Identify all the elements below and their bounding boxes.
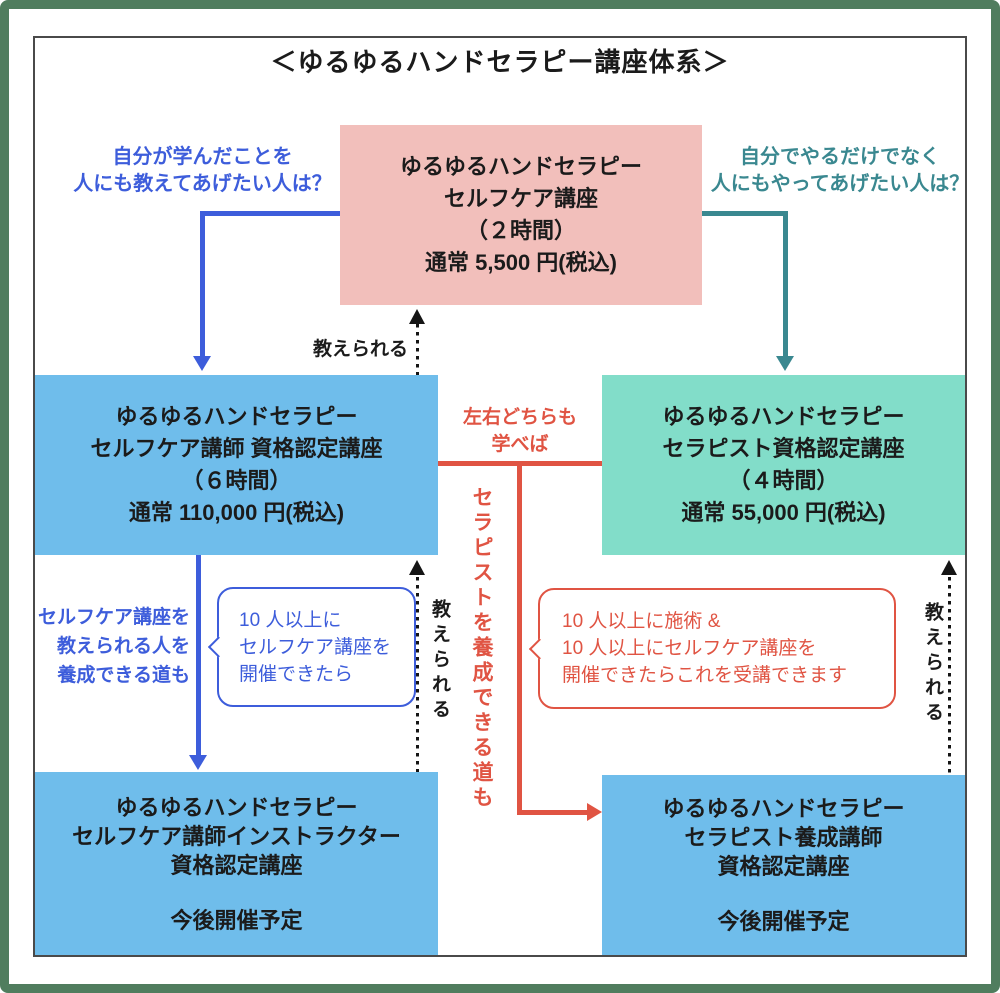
box-selfcare-instructor-trainer: ゆるゆるハンドセラピー セルフケア講師インストラクター 資格認定講座 今後開催予… [35, 772, 438, 955]
blue-callout-bubble: 10 人以上に セルフケア講座を 開催できたら [217, 587, 416, 707]
arrow-head [587, 803, 602, 821]
arrow-segment [200, 211, 340, 216]
diagram-border [33, 36, 967, 957]
arrow-segment [200, 211, 205, 358]
arrow-head [189, 755, 207, 770]
arrow-head [409, 560, 425, 575]
box-status: 今後開催予定 [717, 909, 850, 934]
box-line: ゆるゆるハンドセラピー [115, 404, 358, 429]
box-line: セルフケア講師インストラクター [72, 823, 401, 849]
selfcare-path-label: セルフケア講座を 教えられる人を 養成できる道も [25, 603, 190, 690]
arrow-segment [783, 211, 788, 358]
teachable-label-top: 教えられる [312, 339, 408, 360]
box-line: セラピスト養成講師 [684, 825, 883, 850]
arrow-segment [517, 810, 589, 815]
bubble-line: 10 人以上に [239, 609, 342, 631]
question-right-label: 自分でやるだけでなく 人にもやってあげたい人は？ [695, 144, 985, 198]
box-selfcare-instructor-cert: ゆるゆるハンドセラピー セルフケア講師 資格認定講座 （６時間） 通常 110,… [35, 375, 438, 555]
box-status: 今後開催予定 [170, 907, 303, 933]
box-line: 資格認定講座 [170, 852, 303, 878]
box-line: セルフケア講座 [443, 186, 598, 211]
label-line: 左右どちらも [462, 407, 577, 428]
label-line: セルフケア講座を [37, 607, 190, 628]
label-line: 学べば [491, 434, 549, 455]
label-line: 人にも教えてあげたい人は？ [73, 173, 332, 195]
arrow-head [193, 356, 211, 371]
bubble-line: 10 人以上にセルフケア講座を [562, 638, 817, 659]
dotted-line [948, 577, 951, 775]
box-line: 通常 110,000 円(税込) [128, 500, 345, 525]
arrow-head [409, 309, 425, 324]
bubble-line: 10 人以上に施術 & [562, 611, 721, 632]
label-line: 教えられる人を [56, 636, 190, 657]
label-line: 養成できる道も [57, 665, 190, 686]
label-line: 人にもやってあげたい人は？ [710, 173, 970, 195]
label-line: 自分が学んだことを [112, 146, 293, 168]
box-line: ゆるゆるハンドセラピー [115, 794, 358, 820]
box-line: セルフケア講師 資格認定講座 [90, 436, 383, 461]
box-line: セラピスト資格認定講座 [662, 436, 905, 461]
arrow-segment [517, 461, 522, 815]
box-line: 通常 5,500 円(税込) [425, 250, 617, 275]
question-left-label: 自分が学んだことを 人にも教えてあげたい人は？ [55, 144, 350, 198]
box-line: ゆるゆるハンドセラピー [399, 154, 642, 179]
both-sides-label: 左右どちらも 学べば [430, 404, 610, 458]
bubble-line: セルフケア講座を [239, 636, 392, 658]
teachable-label-right: 教えられる [922, 602, 943, 727]
dotted-line [416, 577, 419, 772]
box-line: （６時間） [181, 468, 292, 493]
box-line: （４時間） [728, 468, 839, 493]
box-therapist-cert: ゆるゆるハンドセラピー セラピスト資格認定講座 （４時間） 通常 55,000 … [602, 375, 965, 555]
arrow-segment [702, 211, 788, 216]
box-line: 通常 55,000 円(税込) [681, 500, 886, 525]
arrow-segment [196, 555, 201, 757]
box-line: 資格認定講座 [717, 854, 850, 879]
label-line: 自分でやるだけでなく [740, 146, 940, 168]
diagram-title: ＜ゆるゆるハンドセラピー講座体系＞ [270, 47, 730, 77]
teachable-label-left: 教えられる [429, 599, 450, 724]
arrow-head [776, 356, 794, 371]
box-line: ゆるゆるハンドセラピー [662, 404, 905, 429]
red-callout-bubble: 10 人以上に施術 & 10 人以上にセルフケア講座を 開催できたらこれを受講で… [538, 588, 896, 709]
box-line: （２時間） [465, 218, 576, 243]
box-line: ゆるゆるハンドセラピー [662, 796, 905, 821]
dotted-line [416, 324, 419, 375]
therapist-path-label: セラピストを養成できる道も [470, 486, 493, 811]
box-selfcare-course: ゆるゆるハンドセラピー セルフケア講座 （２時間） 通常 5,500 円(税込) [340, 125, 702, 305]
bubble-line: 開催できたら [239, 663, 354, 685]
box-therapist-trainer: ゆるゆるハンドセラピー セラピスト養成講師 資格認定講座 今後開催予定 [602, 775, 965, 955]
bubble-line: 開催できたらこれを受講できます [562, 665, 848, 686]
arrow-head [941, 560, 957, 575]
